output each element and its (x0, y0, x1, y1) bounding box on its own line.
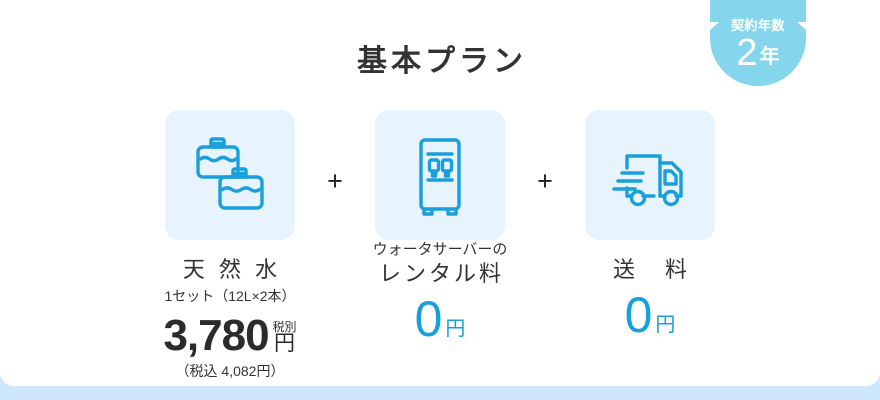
price-currency-unit: 円 (655, 313, 676, 336)
badge-shape (710, 0, 806, 86)
delivery-truck-icon (605, 130, 695, 220)
badge-notch-left-icon (710, 22, 719, 38)
delivery-truck-tile (585, 110, 715, 240)
item-name: 送 料 (612, 257, 691, 282)
item-price: 0 円 (414, 290, 466, 347)
water-bottles-tile (165, 110, 295, 240)
price-number: 3,780 (163, 310, 269, 360)
price-unit-group: 税別 円 (273, 321, 297, 356)
water-bottles-icon (185, 130, 275, 220)
page-title: 基本プラン (357, 45, 527, 78)
item-subtitle: 1セット（12L×2本） (164, 287, 296, 304)
price-currency-unit: 円 (445, 317, 466, 340)
water-server-icon (395, 130, 485, 220)
item-price: 0 円 (624, 286, 676, 343)
badge-label: 契約年数 (730, 18, 785, 33)
item-name: 天 然 水 (182, 257, 282, 282)
item-price: 3,780 税別 円 (163, 310, 297, 360)
item-name-prefix: ウォータサーバーの (372, 241, 508, 258)
badge-value-unit: 年 (759, 46, 780, 68)
plus-operator-1: + (327, 166, 343, 196)
price-number: 0 (624, 286, 653, 343)
price-tax-note: 税別 (272, 319, 297, 334)
plan-item-shipping: 送 料 0 円 (573, 110, 728, 343)
price-currency-unit: 円 (274, 332, 296, 356)
plan-breakdown: 天 然 水 1セット（12L×2本） 3,780 税別 円 （税込 4,082円… (150, 110, 730, 381)
water-server-tile (375, 110, 505, 240)
price-tax-included: （税込 4,082円） (175, 363, 285, 380)
item-name: レンタル料 (378, 261, 504, 287)
plus-operator-2: + (537, 166, 553, 196)
price-number: 0 (414, 290, 443, 347)
plan-item-water: 天 然 水 1セット（12L×2本） 3,780 税別 円 （税込 4,082円… (153, 110, 308, 381)
badge-notch-right-icon (797, 22, 806, 38)
plan-item-server-rental: ウォータサーバーの レンタル料 0 円 (363, 110, 518, 347)
badge-value-number: 2 (736, 32, 758, 74)
